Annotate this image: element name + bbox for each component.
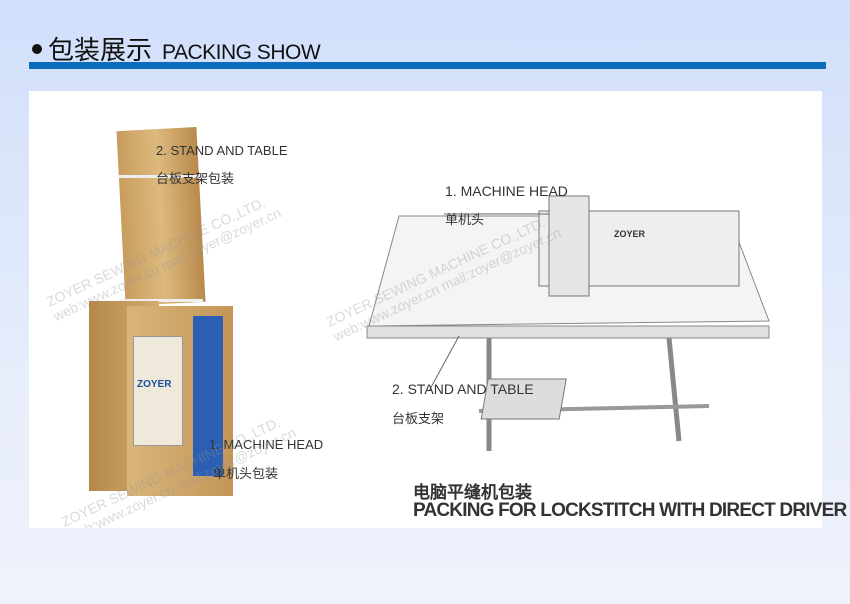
head-label: 1. MACHINE HEAD [209, 437, 324, 452]
box-label [133, 336, 183, 446]
title-en: PACKING SHOW [162, 41, 321, 64]
page-title: 包装展示 PACKING SHOW [32, 30, 321, 67]
right-stand-label-cn: 台板支架 [392, 411, 445, 426]
right-head-label-cn: 单机头 [445, 212, 485, 227]
strap [119, 299, 203, 302]
bullet-icon [32, 44, 42, 54]
title-cn: 包装展示 [48, 35, 153, 65]
caption-cn: 电脑平缝机包装 [413, 483, 532, 502]
packing-image-panel: ZOYER 2. STAND AND TABLE 台板支架包装 1. MACHI… [29, 91, 822, 528]
caption-en: PACKING FOR LOCKSTITCH WITH DIRECT DRIVE… [413, 500, 847, 521]
box-brand: ZOYER [137, 379, 172, 390]
machine-table-drawing: ZOYER [366, 195, 770, 451]
box-blue-stripe [193, 316, 223, 476]
right-head-label: 1. MACHINE HEAD [445, 183, 568, 199]
stand-label-cn: 台板支架包装 [156, 171, 235, 186]
head-label-cn: 单机头包装 [213, 466, 279, 481]
right-stand-label: 2. STAND AND TABLE [392, 381, 534, 397]
stand-label: 2. STAND AND TABLE [156, 143, 288, 158]
machine-brand: ZOYER [614, 229, 646, 239]
strap [119, 175, 203, 178]
title-underline [29, 62, 826, 69]
